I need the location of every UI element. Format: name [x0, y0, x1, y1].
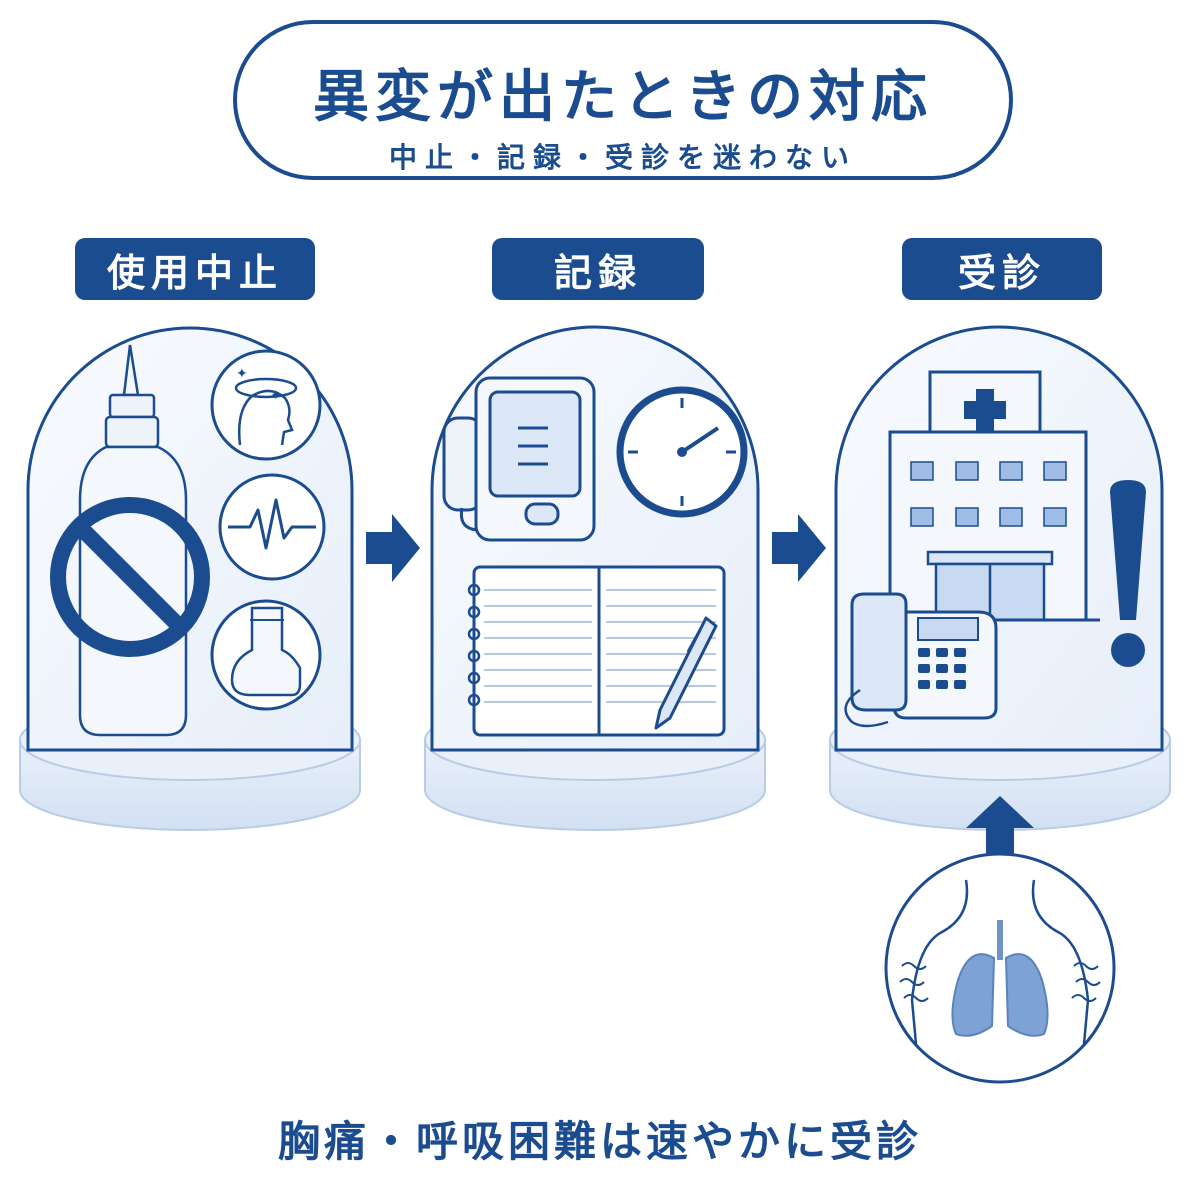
- step-label-record: 記録: [492, 238, 704, 300]
- step-label-visit: 受診: [902, 238, 1102, 300]
- title-box: 異変が出たときの対応 中止・記録・受診を迷わない: [233, 20, 1013, 180]
- svg-text:✦: ✦: [270, 388, 282, 404]
- arrow-icon-2: [772, 514, 826, 582]
- blood-pressure-monitor-icon: [442, 376, 596, 542]
- telephone-icon: [844, 592, 998, 728]
- svg-text:✦: ✦: [236, 366, 248, 382]
- pen-icon: [654, 616, 718, 730]
- notebook-icon: [467, 565, 726, 737]
- page-subtitle: 中止・記録・受診を迷わない: [388, 141, 857, 174]
- clock-icon: [616, 386, 748, 518]
- lungs-breathing-icon: [884, 852, 1116, 1084]
- footer-note: 胸痛・呼吸困難は速やかに受診: [277, 1117, 922, 1166]
- arrow-icon-1: [366, 514, 420, 582]
- dizziness-icon: ✦ ✦: [210, 349, 322, 461]
- hospital-icon: [880, 370, 1100, 622]
- up-arrow-icon: [966, 796, 1034, 862]
- step-label-stop: 使用中止: [75, 238, 315, 300]
- no-sign-icon: [50, 497, 210, 657]
- swollen-foot-icon: [210, 599, 322, 711]
- page-title: 異変が出たときの対応: [313, 64, 933, 130]
- heartbeat-icon: [218, 473, 326, 581]
- exclamation-icon: [1110, 480, 1146, 667]
